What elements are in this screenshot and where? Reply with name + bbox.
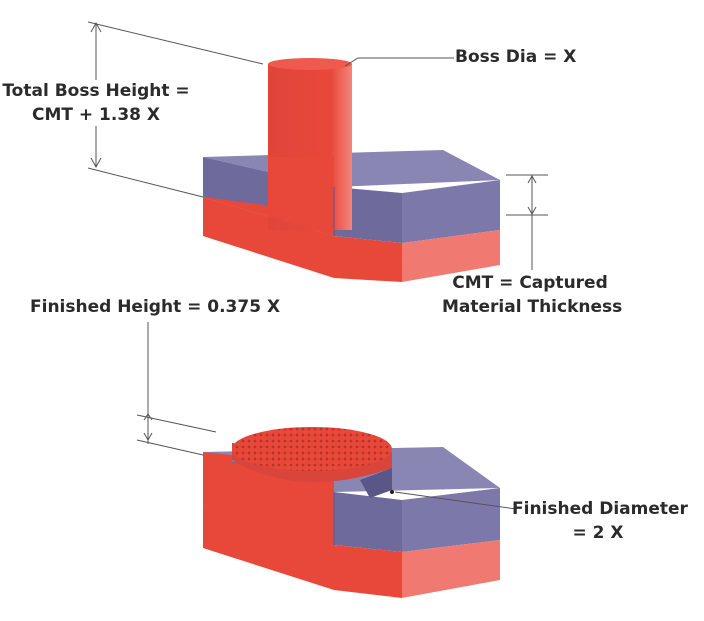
finished-head-top [232, 427, 392, 471]
top-dimensions [87, 21, 548, 270]
total-boss-height-label-line2: CMT + 1.38 X [31, 105, 161, 125]
boss-top [268, 58, 352, 70]
boss-dia-label: Boss Dia = X [455, 47, 577, 67]
top-assembly [203, 58, 500, 282]
cmt-label-line2: Material Thickness [442, 297, 623, 317]
finished-diameter-label-line2: = 2 X [572, 523, 624, 543]
boss-lower-block [268, 157, 334, 236]
top-base-side-face [402, 230, 500, 282]
head-shadow [360, 468, 392, 498]
bottom-boss-stem [268, 462, 334, 545]
top-base-front-face [203, 197, 402, 282]
bottom-base-front-face [203, 505, 402, 598]
cmt-label-line1: CMT = Captured [452, 273, 608, 293]
finished-diameter-label-line1: Finished Diameter [512, 499, 688, 519]
bottom-plate-side-face [402, 488, 500, 552]
bottom-boss-cross-section [203, 452, 268, 527]
total-boss-height-label-line1: Total Boss Height = [2, 81, 190, 101]
bottom-assembly [203, 427, 500, 598]
bottom-dimensions [136, 322, 517, 510]
finished-height-label: Finished Height = 0.375 X [30, 297, 281, 317]
top-plate-side-face [402, 180, 500, 243]
bottom-base-side-face [402, 540, 500, 598]
